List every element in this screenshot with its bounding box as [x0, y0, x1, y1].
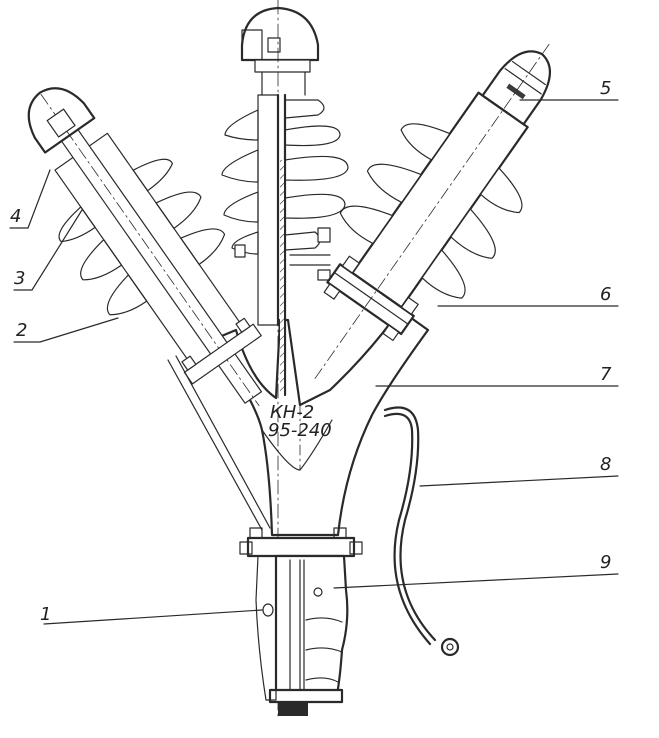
leader-label-3: 3: [14, 268, 25, 289]
marking-line-2: 95-240: [268, 420, 332, 441]
leader-9: 9: [334, 552, 618, 588]
leader-label-8: 8: [600, 454, 611, 475]
earth-lead: [385, 408, 458, 656]
cable-gland: [240, 528, 362, 716]
leader-label-2: 2: [16, 320, 27, 341]
leader-3: 3: [14, 210, 82, 290]
leader-label-7: 7: [600, 364, 612, 385]
leader-7: 7: [376, 364, 618, 386]
leader-label-6: 6: [600, 284, 611, 305]
leader-2: 2: [14, 318, 118, 342]
left-insulator: [0, 51, 318, 447]
leader-label-9: 9: [600, 552, 611, 573]
leader-8: 8: [420, 454, 618, 486]
leader-label-1: 1: [40, 604, 51, 625]
leader-1: 1: [40, 604, 262, 625]
leader-4: 4: [10, 170, 50, 228]
leader-label-4: 4: [10, 206, 21, 227]
leader-label-5: 5: [600, 78, 611, 99]
